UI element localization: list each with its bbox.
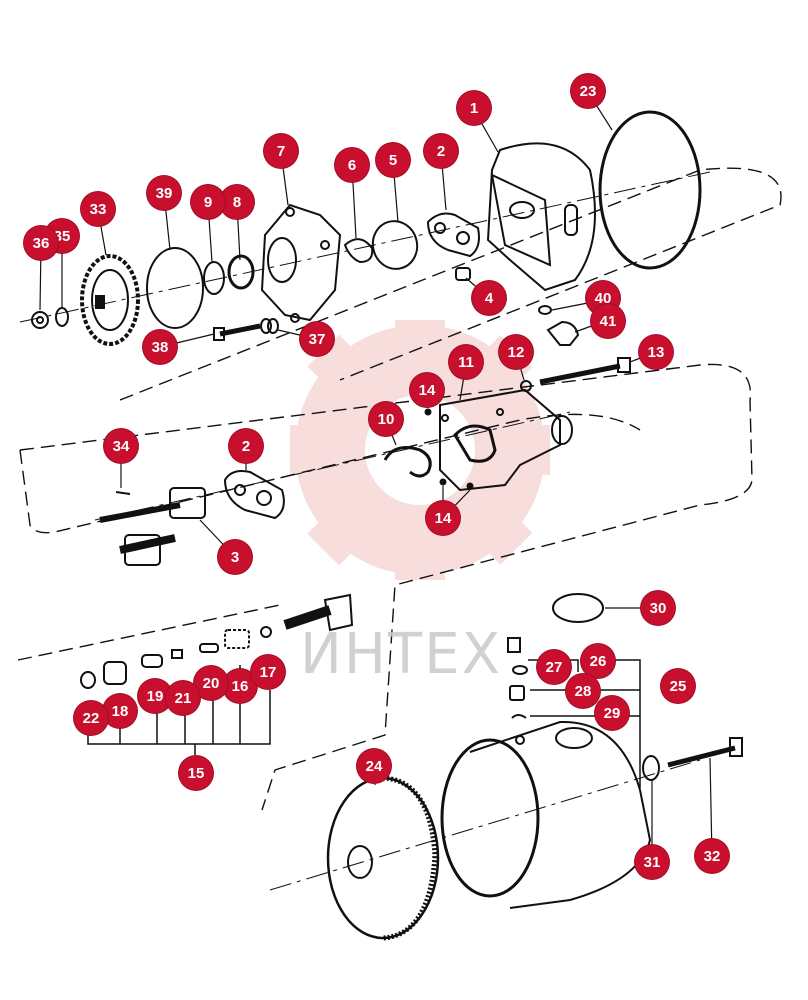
callout-28[interactable]: 28 xyxy=(566,674,600,708)
callout-18[interactable]: 18 xyxy=(103,694,137,728)
callout-2-top[interactable]: 2 xyxy=(424,134,458,168)
callout-8[interactable]: 8 xyxy=(220,185,254,219)
callout-14-top[interactable]: 14 xyxy=(410,373,444,407)
callout-39[interactable]: 39 xyxy=(147,176,181,210)
callout-13[interactable]: 13 xyxy=(639,335,673,369)
callout-3[interactable]: 3 xyxy=(218,540,252,574)
callout-32[interactable]: 32 xyxy=(695,839,729,873)
callout-9[interactable]: 9 xyxy=(191,185,225,219)
callout-20[interactable]: 20 xyxy=(194,666,228,700)
pump-body-parts xyxy=(31,110,702,346)
callout-26[interactable]: 26 xyxy=(581,644,615,678)
callout-34[interactable]: 34 xyxy=(104,429,138,463)
callout-27[interactable]: 27 xyxy=(537,650,571,684)
callout-29[interactable]: 29 xyxy=(595,696,629,730)
callout-10[interactable]: 10 xyxy=(369,402,403,436)
callout-22[interactable]: 22 xyxy=(74,701,108,735)
callout-37[interactable]: 37 xyxy=(300,322,334,356)
callout-12[interactable]: 12 xyxy=(499,335,533,369)
callout-2-middle[interactable]: 2 xyxy=(229,429,263,463)
callout-30[interactable]: 30 xyxy=(641,591,675,625)
callout-38[interactable]: 38 xyxy=(143,330,177,364)
section-outlines xyxy=(17,167,782,811)
callout-24[interactable]: 24 xyxy=(357,749,391,783)
valve-parts xyxy=(80,593,354,755)
callout-25[interactable]: 25 xyxy=(661,669,695,703)
callout-36[interactable]: 36 xyxy=(24,226,58,260)
callout-6[interactable]: 6 xyxy=(335,148,369,182)
callout-31[interactable]: 31 xyxy=(635,845,669,879)
callout-1[interactable]: 1 xyxy=(457,91,491,125)
callout-11[interactable]: 11 xyxy=(449,345,483,379)
callout-4[interactable]: 4 xyxy=(472,281,506,315)
watermark-text: ИНТЕХ xyxy=(300,622,502,687)
callout-5[interactable]: 5 xyxy=(376,143,410,177)
callout-19[interactable]: 19 xyxy=(138,679,172,713)
gear-assembly-parts xyxy=(99,357,631,566)
callout-15[interactable]: 15 xyxy=(179,756,213,790)
callout-23[interactable]: 23 xyxy=(571,74,605,108)
callout-7[interactable]: 7 xyxy=(264,134,298,168)
callout-14-bottom[interactable]: 14 xyxy=(426,501,460,535)
callout-21[interactable]: 21 xyxy=(166,681,200,715)
callout-17[interactable]: 17 xyxy=(251,655,285,689)
callout-41[interactable]: 41 xyxy=(591,304,625,338)
callout-33[interactable]: 33 xyxy=(81,192,115,226)
